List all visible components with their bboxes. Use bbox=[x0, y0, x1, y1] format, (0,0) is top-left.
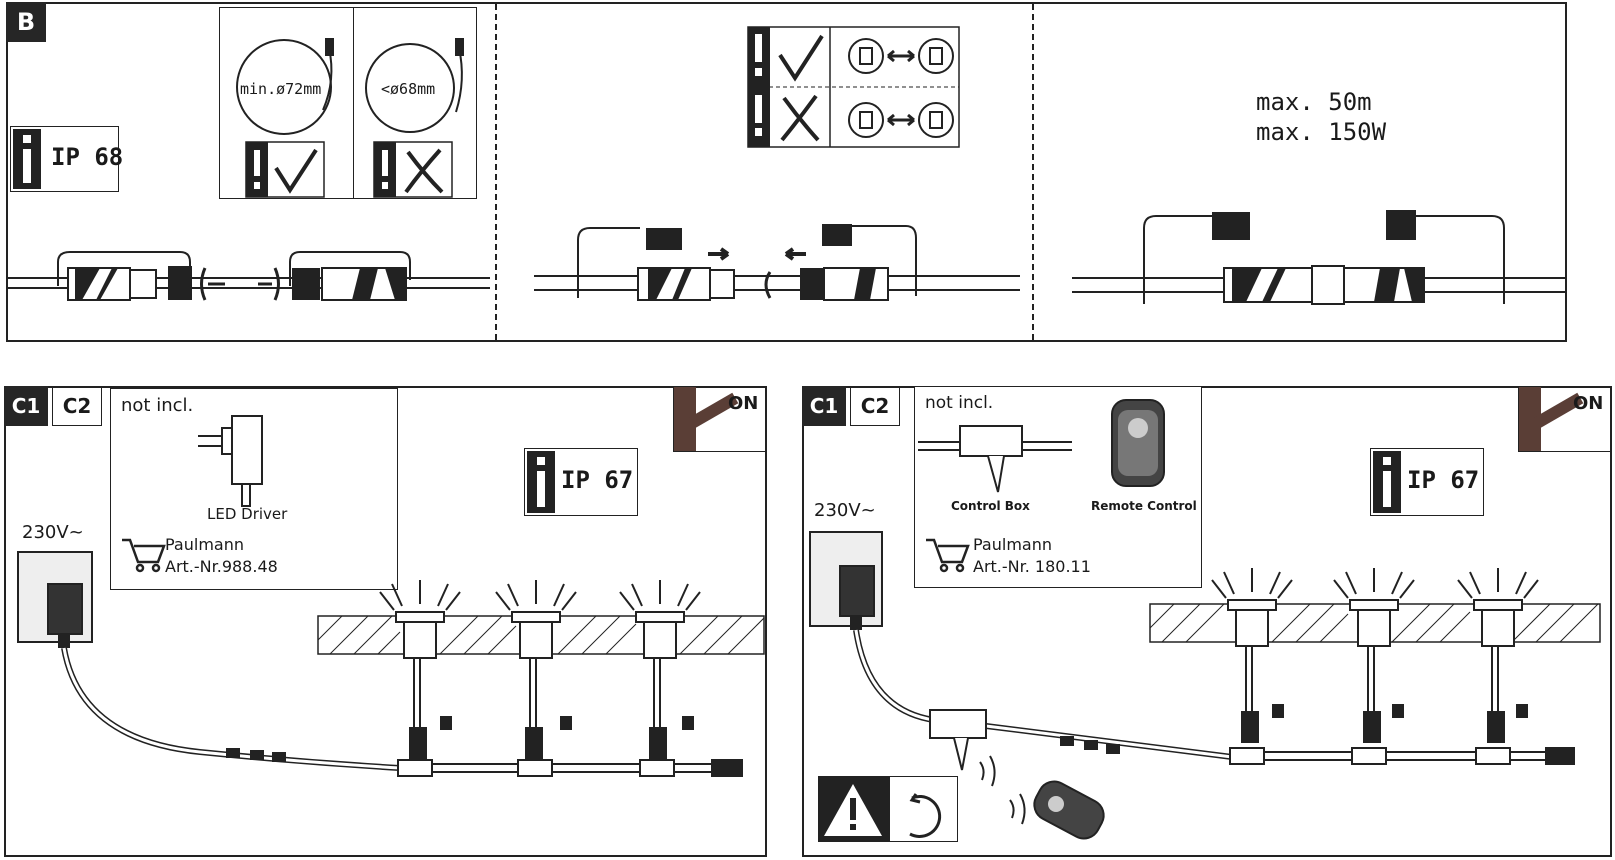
max-length-label: max. 50m bbox=[1256, 88, 1372, 116]
socket-plug-icon bbox=[809, 531, 883, 630]
on-label: ON bbox=[728, 393, 759, 414]
hole-circle-ok bbox=[236, 39, 332, 135]
dashed-divider bbox=[1032, 4, 1034, 340]
on-label: ON bbox=[1573, 393, 1604, 414]
dashed-divider bbox=[495, 4, 497, 340]
cross-icon bbox=[780, 94, 820, 142]
cross-badge bbox=[373, 141, 453, 198]
not-included-label: not incl. bbox=[121, 395, 194, 416]
brand-label: Paulmann bbox=[973, 535, 1052, 554]
ip-rating-label: IP 67 bbox=[1407, 466, 1480, 494]
cart-icon bbox=[926, 538, 970, 573]
section-tag-c1: C1 bbox=[802, 386, 846, 426]
spotlight-icon bbox=[1211, 568, 1293, 743]
voltage-label: 230V~ bbox=[22, 522, 84, 543]
pin-alignment-box bbox=[747, 26, 960, 148]
ip-rating-label: IP 68 bbox=[51, 143, 124, 171]
spotlight-icon bbox=[379, 580, 461, 759]
hole-circle-bad bbox=[365, 43, 455, 133]
control-box-icon bbox=[918, 425, 1072, 493]
diameter-ok-label: min.ø72mm bbox=[240, 80, 322, 98]
control-box-label: Control Box bbox=[951, 499, 1030, 513]
diameter-box: min.ø72mm <ø68mm bbox=[219, 7, 477, 199]
max-power-label: max. 150W bbox=[1256, 118, 1387, 146]
spotlight-icon bbox=[1457, 568, 1539, 743]
check-icon bbox=[274, 148, 318, 194]
article-number: Art.-Nr.988.48 bbox=[165, 557, 278, 576]
info-icon bbox=[13, 129, 41, 189]
remote-control-label: Remote Control bbox=[1091, 499, 1197, 513]
info-icon bbox=[527, 451, 555, 513]
spotlight-icon bbox=[619, 580, 701, 759]
switch-on-box: ON bbox=[673, 386, 767, 452]
socket-plug-icon bbox=[17, 551, 93, 648]
connector-joined bbox=[1223, 265, 1425, 305]
connector-male-middle bbox=[637, 267, 735, 301]
diameter-bad-label: <ø68mm bbox=[381, 80, 436, 98]
section-tag-c2: C2 bbox=[52, 386, 102, 426]
check-badge bbox=[245, 141, 325, 198]
warning-icon bbox=[824, 784, 882, 836]
not-included-label: not incl. bbox=[925, 393, 994, 413]
cross-icon bbox=[404, 148, 444, 194]
arrow-icon bbox=[708, 247, 730, 261]
led-driver-icon bbox=[198, 415, 263, 507]
control-box-icon bbox=[929, 709, 987, 771]
switch-on-box: ON bbox=[1518, 386, 1612, 452]
signal-waves bbox=[979, 755, 1026, 825]
check-icon bbox=[778, 34, 824, 82]
remote-control-icon bbox=[1111, 399, 1165, 487]
arrow-icon bbox=[784, 247, 806, 261]
voltage-label: 230V~ bbox=[814, 500, 876, 521]
spotlight-icon bbox=[1333, 568, 1415, 743]
not-included-box: not incl. Control Box Remote Control Pau… bbox=[914, 386, 1202, 588]
ip-rating-box: IP 68 bbox=[10, 126, 123, 192]
rotate-icon bbox=[200, 267, 225, 301]
dimmer-icon bbox=[909, 793, 942, 838]
rotate-icon bbox=[764, 271, 772, 299]
cart-icon bbox=[122, 538, 166, 573]
ip-rating-box: IP 67 bbox=[524, 448, 638, 516]
article-number: Art.-Nr. 180.11 bbox=[973, 557, 1091, 576]
section-tag-b: B bbox=[6, 2, 46, 42]
section-tag-c2: C2 bbox=[850, 386, 900, 426]
brand-label: Paulmann bbox=[165, 535, 244, 554]
info-icon bbox=[1373, 451, 1401, 513]
connector-female-left bbox=[292, 267, 407, 301]
section-tag-c1: C1 bbox=[4, 386, 48, 426]
connector-male-left bbox=[67, 266, 192, 301]
led-driver-label: LED Driver bbox=[207, 505, 288, 523]
rotate-icon bbox=[258, 267, 280, 301]
connector-female-middle bbox=[800, 267, 889, 301]
remote-control-icon bbox=[1033, 780, 1105, 840]
spotlight-icon bbox=[495, 580, 577, 759]
arrow-icon bbox=[887, 49, 915, 63]
ip-rating-label: IP 67 bbox=[561, 466, 634, 494]
ip-rating-box: IP 67 bbox=[1370, 448, 1484, 516]
arrow-icon bbox=[887, 113, 915, 127]
